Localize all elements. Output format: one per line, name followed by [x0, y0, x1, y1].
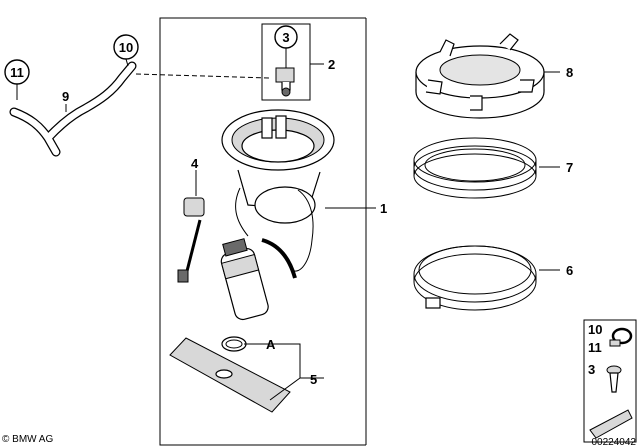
part-2-box	[261, 23, 311, 101]
fuel-pump-assembly	[220, 109, 335, 321]
cap-part-8	[415, 33, 545, 119]
callout-A: A	[266, 337, 276, 352]
callout-3-circle	[274, 25, 298, 49]
callout-11: 11	[10, 65, 24, 80]
hose-connection-line	[135, 73, 271, 79]
seal-ring-part-7	[413, 137, 537, 199]
retaining-ring-part-6	[413, 245, 537, 311]
callout-10-circle	[113, 34, 139, 60]
legend-panel: 10 11 3	[583, 319, 637, 443]
legend-label-10: 10	[588, 322, 602, 337]
arrow-icon	[589, 409, 633, 439]
callout-8: 8	[566, 65, 573, 80]
diagram-id: 00224042	[592, 437, 637, 448]
hose-part-9	[9, 61, 137, 157]
level-sensor-part	[275, 67, 295, 97]
callout-5: 5	[310, 372, 317, 387]
screw-icon	[606, 365, 622, 393]
strainer-part-5	[169, 337, 291, 413]
leader-10	[125, 58, 129, 67]
callout-3: 3	[282, 30, 289, 45]
leader-A	[244, 343, 324, 379]
legend-label-3: 3	[588, 362, 595, 377]
callout-6: 6	[566, 263, 573, 278]
o-ring-inner	[225, 339, 243, 349]
callout-2: 2	[328, 57, 335, 72]
legend-label-11: 11	[588, 340, 602, 355]
callout-1: 1	[380, 201, 387, 216]
callout-9: 9	[62, 89, 69, 104]
callout-10: 10	[119, 40, 133, 55]
callout-11-circle	[4, 59, 30, 85]
callout-4: 4	[191, 156, 199, 171]
float-sensor-part-4	[177, 197, 205, 283]
hose-clamp-icon	[609, 327, 633, 347]
leader-5	[269, 377, 301, 401]
copyright-text: © BMW AG	[2, 434, 53, 445]
callout-7: 7	[566, 160, 573, 175]
